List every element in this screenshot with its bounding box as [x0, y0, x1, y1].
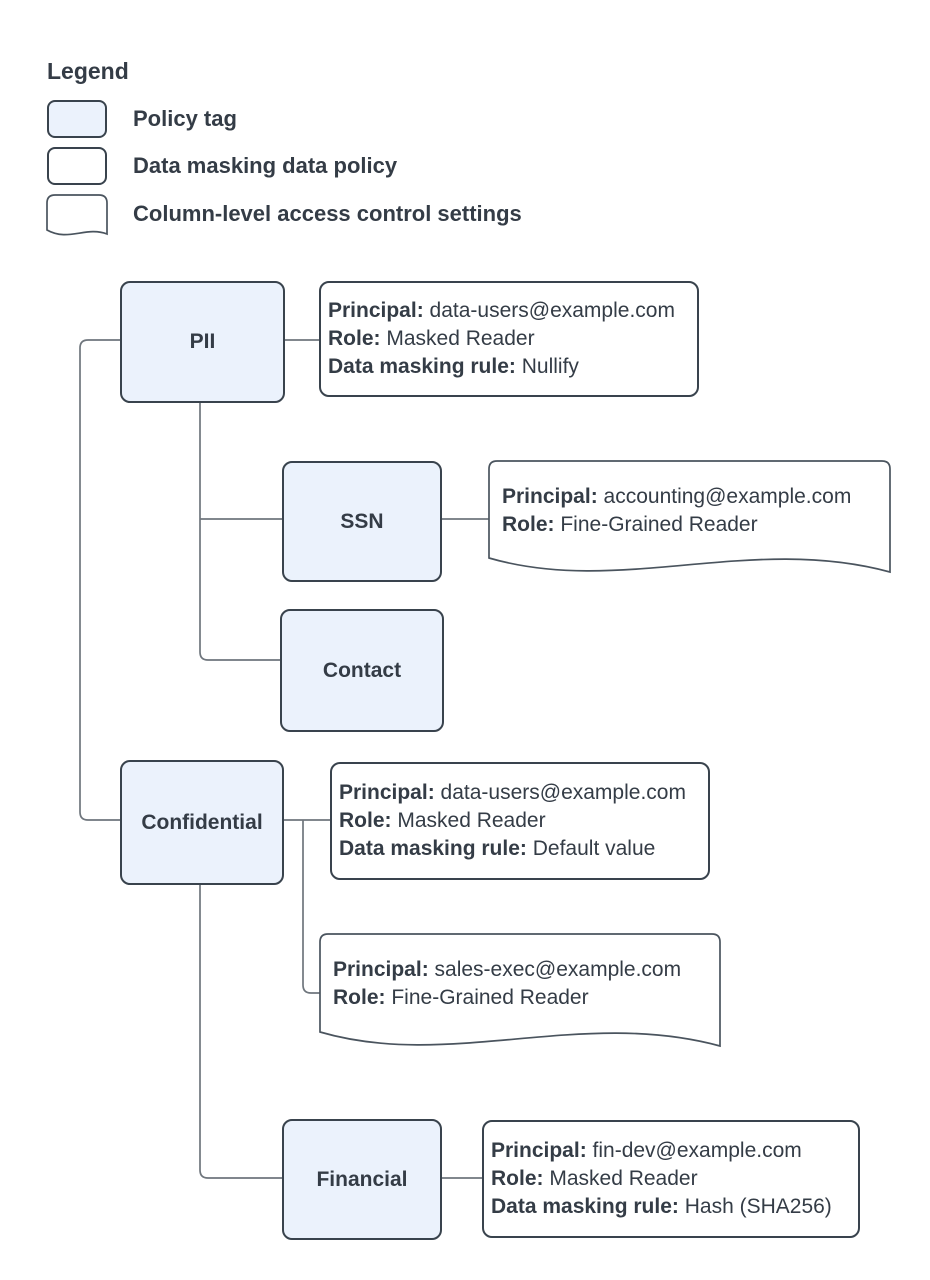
- connector-confidential-to-access-doc: [302, 820, 320, 994]
- legend-title: Legend: [47, 58, 129, 84]
- connector-trunk-pii-to-confidential: [79, 339, 120, 821]
- node-label: PII: [189, 330, 216, 353]
- policy-line: Principal: sales-exec@example.com: [333, 958, 682, 981]
- policy-line: Role: Fine-Grained Reader: [502, 513, 758, 536]
- document-shape-ssn-access: [488, 460, 891, 574]
- policy-line: Data masking rule: Default value: [339, 837, 656, 860]
- connector-confidential-to-financial: [199, 881, 282, 1179]
- policy-line: Principal: fin-dev@example.com: [491, 1139, 802, 1162]
- document-shape-confidential-access: [319, 933, 721, 1048]
- legend-label-data-masking-policy: Data masking data policy: [133, 153, 398, 178]
- policy-tag-node-ssn: SSN: [282, 461, 442, 582]
- policy-tag-node-pii: PII: [120, 281, 285, 403]
- policy-tag-node-confidential: Confidential: [120, 760, 284, 885]
- masking-policy-box-confidential: Principal: data-users@example.com Role: …: [330, 762, 710, 880]
- policy-line: Role: Masked Reader: [339, 809, 546, 832]
- node-label: SSN: [340, 509, 384, 533]
- node-label: Financial: [316, 1167, 408, 1191]
- legend-label-policy-tag: Policy tag: [133, 106, 237, 131]
- policy-tag-node-financial: Financial: [282, 1119, 442, 1240]
- policy-line: Data masking rule: Hash (SHA256): [491, 1195, 832, 1218]
- masking-policy-box-pii: Principal: data-users@example.com Role: …: [319, 281, 699, 397]
- node-label: Contact: [322, 658, 402, 682]
- legend-document-swatch: [46, 194, 108, 236]
- access-control-doc-ssn: Principal: accounting@example.com Role: …: [493, 463, 888, 559]
- policy-tag-swatch: [47, 100, 107, 138]
- policy-line: Data masking rule: Nullify: [328, 355, 579, 378]
- policy-line: Principal: data-users@example.com: [339, 781, 686, 804]
- policy-line: Role: Masked Reader: [491, 1167, 698, 1190]
- policy-line: Role: Fine-Grained Reader: [333, 986, 589, 1009]
- data-masking-policy-swatch: [47, 147, 107, 185]
- policy-line: Principal: accounting@example.com: [502, 485, 852, 508]
- masking-policy-box-financial: Principal: fin-dev@example.com Role: Mas…: [482, 1120, 860, 1238]
- policy-tag-node-contact: Contact: [280, 609, 444, 732]
- connector-pii-to-contact: [199, 399, 280, 661]
- policy-line: Role: Masked Reader: [328, 327, 535, 350]
- access-control-doc-confidential: Principal: sales-exec@example.com Role: …: [324, 936, 714, 1032]
- node-label: Confidential: [141, 810, 263, 834]
- legend-label-column-access-control: Column-level access control settings: [133, 201, 522, 226]
- policy-line: Principal: data-users@example.com: [328, 299, 675, 322]
